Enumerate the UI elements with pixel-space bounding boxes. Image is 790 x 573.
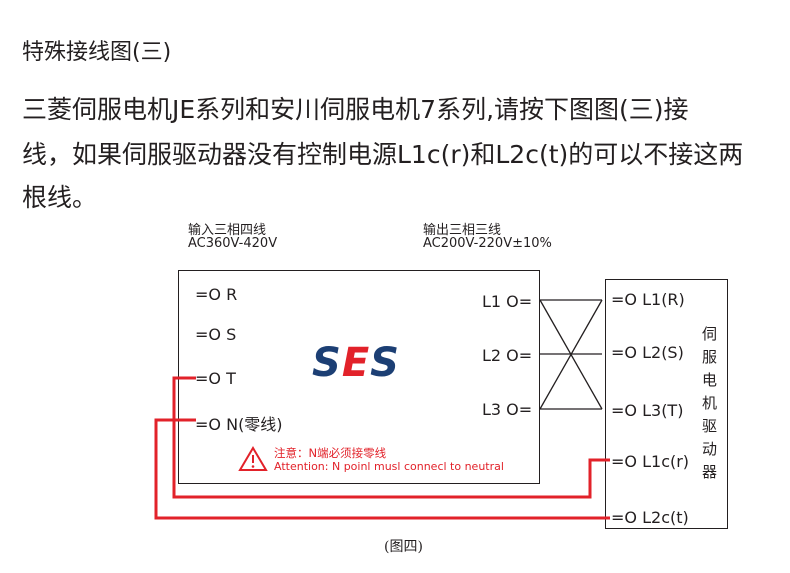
- paragraph-line-1: 三菱伺服电机JE系列和安川伺服电机7系列,请按下图图(三)接: [22, 95, 689, 124]
- driver-label-char: 驱: [702, 417, 718, 435]
- driver-terminal-l1c: =O L1c(r): [611, 452, 690, 471]
- figure-caption: (图四): [384, 539, 423, 555]
- red-wire-t-to-l1c: [172, 376, 610, 499]
- warning-text-en: Attention: N poinl musl connecl to neutr…: [274, 460, 504, 473]
- section-title: 特殊接线图(三): [22, 40, 172, 65]
- driver-label-char: 动: [702, 440, 718, 458]
- driver-terminal-l2c: =O L2c(t): [611, 508, 689, 527]
- output-voltage: AC200V-220V±10%: [423, 236, 552, 251]
- driver-label-char: 电: [702, 371, 718, 389]
- input-voltage: AC360V-420V: [188, 236, 278, 251]
- input-terminal-n: =O N(零线): [195, 415, 283, 434]
- driver-terminal-l2: =O L2(S): [611, 343, 684, 362]
- output-terminal-l2: L2 O=: [482, 346, 533, 365]
- input-label: 输入三相四线: [188, 223, 267, 238]
- ses-logo: SES: [312, 340, 400, 386]
- output-terminal-l3: L3 O=: [482, 400, 533, 419]
- paragraph-line-3: 根线。: [22, 183, 98, 212]
- red-wire-n-to-l2c: [154, 418, 610, 520]
- paragraph-line-2: 线，如果伺服驱动器没有控制电源L1c(r)和L2c(t)的可以不接这两: [22, 140, 744, 169]
- warning-text-cn: 注意：N端必须接零线: [274, 446, 387, 460]
- driver-label-char: 伺: [702, 325, 718, 343]
- driver-label-char: 机: [702, 394, 718, 412]
- input-terminal-s: =O S: [195, 325, 237, 344]
- driver-label-char: 服: [702, 348, 718, 366]
- output-label: 输出三相三线: [423, 223, 502, 238]
- wire-l3-to-l1: [539, 299, 603, 410]
- output-terminal-l1: L1 O=: [482, 292, 533, 311]
- input-terminal-t: =O T: [195, 369, 236, 388]
- driver-label-char: 器: [702, 463, 718, 481]
- warning-icon: [238, 446, 268, 471]
- driver-terminal-l1: =O L1(R): [611, 290, 685, 309]
- driver-terminal-l3: =O L3(T): [611, 401, 684, 420]
- input-terminal-r: =O R: [195, 285, 238, 304]
- servo-driver-box: [605, 279, 728, 529]
